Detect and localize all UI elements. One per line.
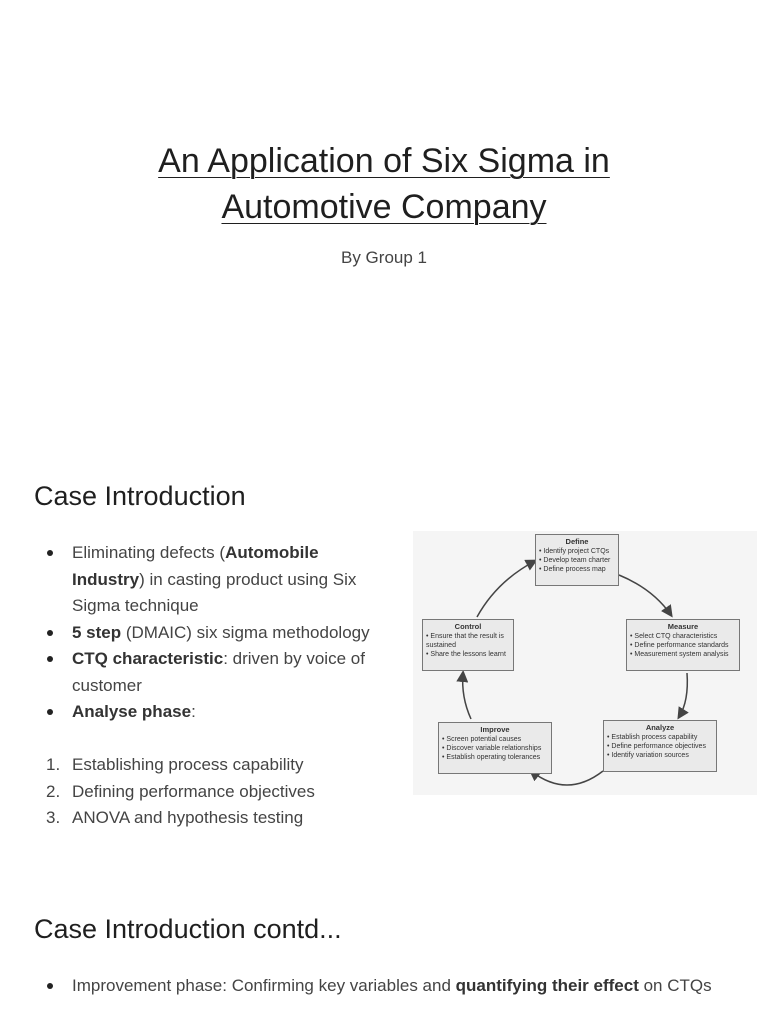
section-2-bullets: Improvement phase: Confirming key variab… (34, 973, 734, 1000)
section-1-bullets: Eliminating defects (Automobile Industry… (34, 540, 384, 726)
analyze-box: Analyze • Establish process capability •… (603, 720, 717, 772)
list-item: 3.ANOVA and hypothesis testing (46, 808, 304, 827)
title-line-1: An Application of Six Sigma in (158, 142, 610, 180)
control-box: Control • Ensure that the result is sust… (422, 619, 514, 671)
title-line-2: Automotive Company (221, 188, 547, 226)
document-title: An Application of Six Sigma in Automotiv… (0, 138, 768, 230)
list-item: 1.Establishing process capability (46, 755, 304, 774)
improve-box: Improve • Screen potential causes • Disc… (438, 722, 552, 774)
subtitle: By Group 1 (341, 248, 427, 267)
list-item: CTQ characteristic: driven by voice of c… (34, 646, 384, 699)
list-item: Eliminating defects (Automobile Industry… (34, 540, 384, 620)
dmaic-cycle-diagram: Define • Identify project CTQs • Develop… (413, 531, 757, 795)
list-item: 5 step (DMAIC) six sigma methodology (34, 620, 384, 647)
list-item: Analyse phase: (34, 699, 384, 726)
section-2-heading: Case Introduction contd... (34, 914, 342, 944)
cycle-arrows (456, 559, 689, 786)
list-item: Improvement phase: Confirming key variab… (34, 973, 734, 1000)
analyse-phase-steps: 1.Establishing process capability 2.Defi… (34, 752, 384, 832)
measure-box: Measure • Select CTQ characteristics • D… (626, 619, 740, 671)
define-box: Define • Identify project CTQs • Develop… (535, 534, 619, 586)
section-1-heading: Case Introduction (34, 481, 246, 511)
list-item: 2.Defining performance objectives (46, 781, 315, 801)
